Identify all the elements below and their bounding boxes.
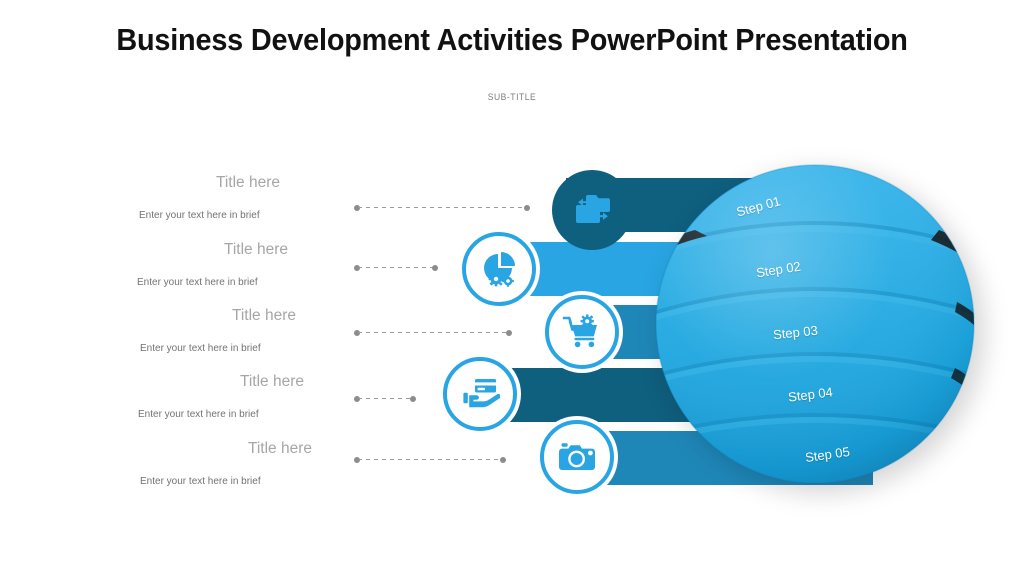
connector-line-2 [354,263,438,272]
icon-badge-hand-payment[interactable] [443,357,517,431]
connector-dot-right [500,456,506,463]
connector-line-4 [354,394,416,403]
connector-dot-right [524,204,530,211]
row-body-5: Enter your text here in brief [140,476,261,487]
connector-line-5 [354,455,506,464]
connector-dash [358,207,526,208]
folder-transfer-icon [576,195,610,223]
camera-icon [559,443,595,470]
connector-dash [358,332,508,333]
page-title: Business Development Activities PowerPoi… [116,22,908,57]
icon-badge-folder-transfer[interactable] [552,170,632,250]
connector-dot-left [354,456,360,463]
step-sphere: Step 01 Step 02 Step 03 Step 04 Step 05 [640,155,1000,515]
connector-dot-left [354,204,360,211]
connector-line-3 [354,328,512,337]
page-subtitle: SUB-TITLE [487,92,537,103]
connector-dash [358,267,434,268]
connector-dot-right [506,329,512,336]
row-title-3: Title here [231,307,296,324]
icon-badge-pie-gears[interactable] [462,232,536,306]
connector-dot-right [432,264,438,271]
row-title-2: Title here [223,241,288,258]
connector-dash [358,459,502,460]
connector-dot-left [354,329,360,336]
shopping-cart-gear-icon [562,314,597,348]
connector-dash [358,398,412,399]
row-body-4: Enter your text here in brief [138,409,259,420]
connector-dot-right [410,395,416,402]
hand-payment-card-icon [463,379,500,408]
connector-dot-left [354,395,360,402]
pie-chart-gears-icon [484,252,515,287]
row-title-4: Title here [239,373,304,390]
connector-dot-left [354,264,360,271]
icon-badge-cart-gear[interactable] [545,295,619,369]
sphere-graphic [655,164,975,484]
icon-badge-camera[interactable] [540,420,614,494]
row-body-1: Enter your text here in brief [139,210,260,221]
row-body-2: Enter your text here in brief [137,277,258,288]
row-title-1: Title here [215,174,280,191]
connector-line-1 [354,203,530,212]
row-body-3: Enter your text here in brief [140,343,261,354]
row-title-5: Title here [247,440,312,457]
